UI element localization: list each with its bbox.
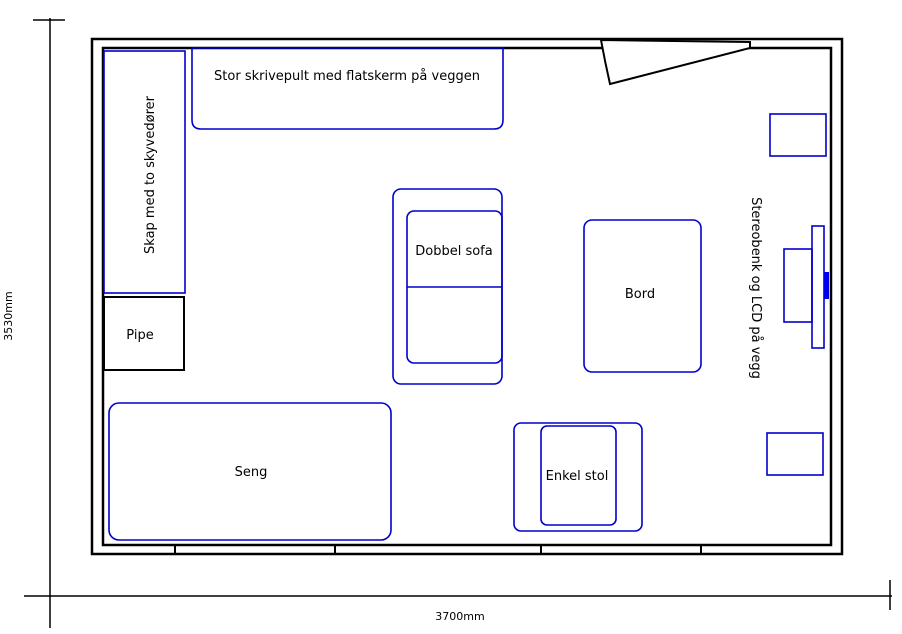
sofa-label: Dobbel sofa [415,244,492,259]
walls [90,37,844,556]
width-dimension-label: 3700mm [435,610,484,623]
lcd-panel [811,225,825,349]
bed-label: Seng [235,465,268,480]
bed-box [108,402,392,541]
wardrobe-label: Skap med to skyvedører [143,95,158,254]
wardrobe-box [103,50,186,294]
chair-seat [540,425,617,526]
furniture [103,47,827,541]
outer-wall [90,37,844,556]
stereo-label: Stereobenk og LCD på vegg [748,197,763,379]
speaker-top [769,113,827,157]
inner-wall [101,46,833,547]
chimney-label: Pipe [126,328,153,343]
table-label: Bord [625,287,655,302]
desk-box [191,47,504,130]
door-leaf [599,38,751,86]
chair-frame [513,422,643,532]
chimney-box [103,296,185,371]
lcd-screen-mark [824,272,829,299]
table-box [583,219,702,373]
stereo-bench [783,248,813,323]
dimension-lines [24,18,892,628]
desk-label: Stor skrivepult med flatskerm på veggen [214,69,480,84]
height-dimension-label: 3530mm [2,291,15,340]
door-swing [599,38,751,86]
speaker-bottom [766,432,824,476]
chair-label: Enkel stol [546,469,609,484]
